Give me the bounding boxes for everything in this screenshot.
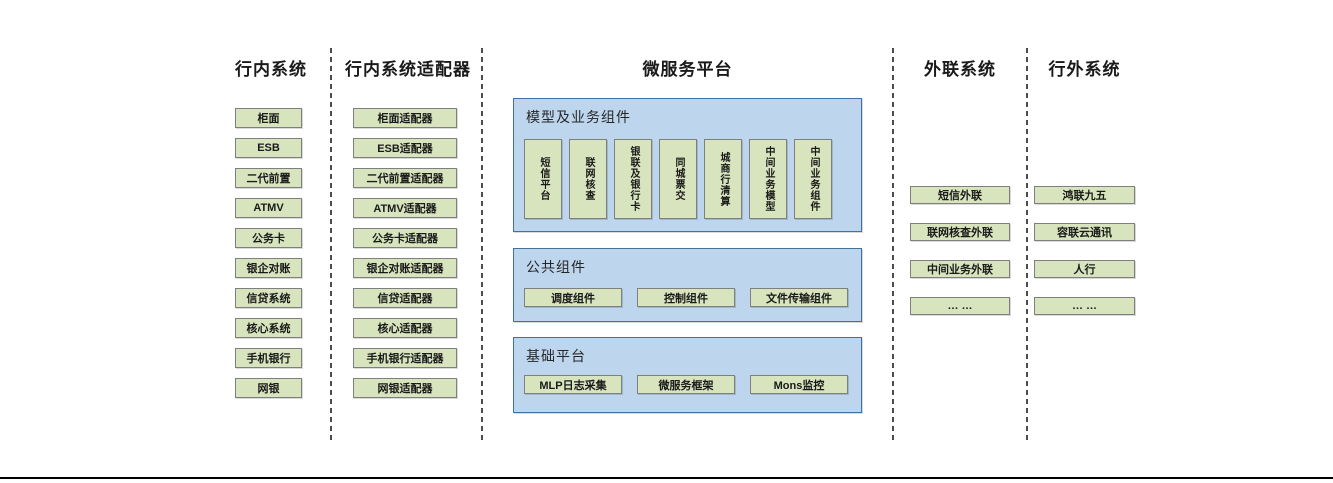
adapter-node: 二代前置适配器 xyxy=(353,168,457,188)
business-component-node: 联网核查 xyxy=(569,139,607,219)
system-node: 公务卡 xyxy=(235,228,302,248)
system-node: 柜面 xyxy=(235,108,302,128)
business-component-node: 同城票交 xyxy=(659,139,697,219)
adapter-node: 公务卡适配器 xyxy=(353,228,457,248)
base-platform-node: 微服务框架 xyxy=(637,375,735,394)
system-node: 手机银行 xyxy=(235,348,302,368)
base-platform-node: Mons监控 xyxy=(750,375,848,394)
base-platform-panel: 基础平台 MLP日志采集微服务框架 Mons监控 xyxy=(513,337,862,413)
common-component-node: 控制组件 xyxy=(637,288,735,307)
adapter-node: 银企对账适配器 xyxy=(353,258,457,278)
adapter-node: ATMV适配器 xyxy=(353,198,457,218)
system-node: ATMV xyxy=(235,198,302,218)
external-node: … … xyxy=(1034,297,1135,315)
business-component-node: 中间业务模型 xyxy=(749,139,787,219)
base-platform-node: MLP日志采集 xyxy=(524,375,622,394)
outreach-node: … … xyxy=(910,297,1010,315)
outreach-node: 短信外联 xyxy=(910,186,1010,204)
internal-system-adapters-title: 行内系统适配器 xyxy=(345,60,471,79)
common-component-node: 调度组件 xyxy=(524,288,622,307)
system-node: 银企对账 xyxy=(235,258,302,278)
adapter-node: 核心适配器 xyxy=(353,318,457,338)
external-node: 人行 xyxy=(1034,260,1135,278)
column-divider-4 xyxy=(1026,48,1028,441)
system-node: 二代前置 xyxy=(235,168,302,188)
common-components-panel: 公共组件 调度组件控制组件文件传输组件 xyxy=(513,248,862,322)
model-business-components-panel-title: 模型及业务组件 xyxy=(526,109,631,125)
column-divider-1 xyxy=(330,48,332,441)
outreach-node: 中间业务外联 xyxy=(910,260,1010,278)
external-node: 鸿联九五 xyxy=(1034,186,1135,204)
outreach-systems-title: 外联系统 xyxy=(924,60,996,79)
common-component-node: 文件传输组件 xyxy=(750,288,848,307)
base-platform-list: MLP日志采集微服务框架 Mons监控 xyxy=(524,375,848,394)
system-node: 网银 xyxy=(235,378,302,398)
column-divider-2 xyxy=(481,48,483,441)
system-node: 核心系统 xyxy=(235,318,302,338)
external-node: 容联云通讯 xyxy=(1034,223,1135,241)
system-node: ESB xyxy=(235,138,302,158)
internal-systems-title: 行内系统 xyxy=(235,60,307,79)
adapter-node: 手机银行适配器 xyxy=(353,348,457,368)
adapter-node: 柜面适配器 xyxy=(353,108,457,128)
business-component-node: 银联及银行卡 xyxy=(614,139,652,219)
internal-system-adapters-list: 柜面适配器 ESB适配器二代前置适配器 ATMV适配器公务卡适配器银企对账适配器信贷… xyxy=(353,108,457,398)
common-components-panel-title: 公共组件 xyxy=(526,259,586,275)
microservice-platform-title: 微服务平台 xyxy=(642,60,733,79)
business-component-node: 城商行清算 xyxy=(704,139,742,219)
outreach-node: 联网核查外联 xyxy=(910,223,1010,241)
business-component-node: 中间业务组件 xyxy=(794,139,832,219)
external-systems-title: 行外系统 xyxy=(1048,60,1121,79)
business-component-node: 短信平台 xyxy=(524,139,562,219)
bottom-rule xyxy=(0,477,1333,479)
common-components-list: 调度组件控制组件文件传输组件 xyxy=(524,288,848,307)
model-business-components-panel: 模型及业务组件 短信平台联网核查银联及银行卡同城票交城商行清算中间业务模型中间业… xyxy=(513,98,862,232)
column-divider-3 xyxy=(892,48,894,441)
system-node: 信贷系统 xyxy=(235,288,302,308)
base-platform-panel-title: 基础平台 xyxy=(526,348,586,364)
adapter-node: ESB适配器 xyxy=(353,138,457,158)
outreach-systems-list: 短信外联联网核查外联中间业务外联 … … xyxy=(910,186,1010,315)
adapter-node: 网银适配器 xyxy=(353,378,457,398)
internal-systems-list: 柜面 ESB 二代前置 ATMV 公务卡银企对账信贷系统核心系统手机银行网银 xyxy=(235,108,302,398)
model-business-components-list: 短信平台联网核查银联及银行卡同城票交城商行清算中间业务模型中间业务组件 xyxy=(524,139,832,219)
external-systems-list: 鸿联九五容联云通讯人行 … … xyxy=(1034,186,1135,315)
adapter-node: 信贷适配器 xyxy=(353,288,457,308)
